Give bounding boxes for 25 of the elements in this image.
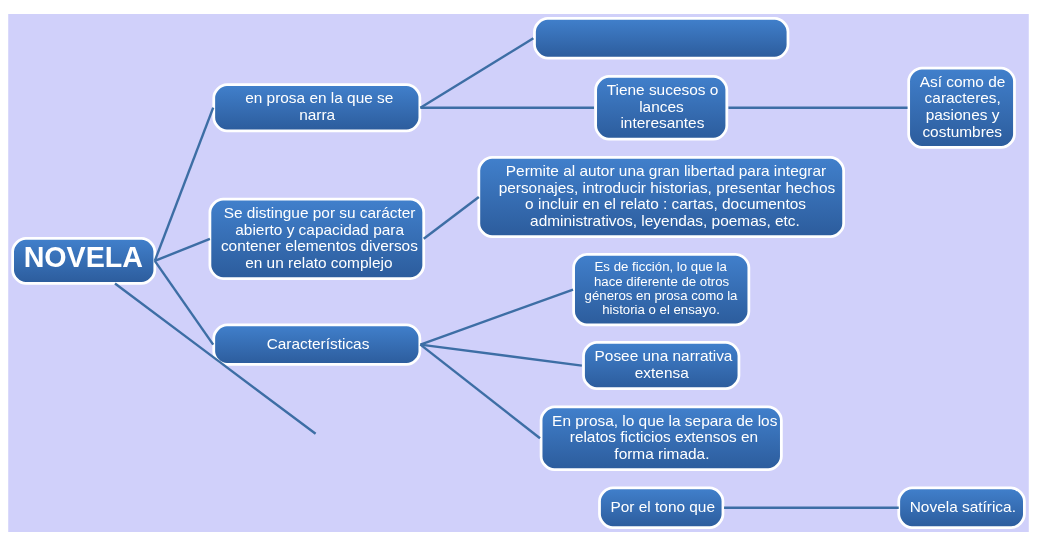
connector bbox=[728, 105, 908, 109]
node-box: Tiene sucesos o lances interesantes bbox=[594, 74, 729, 140]
node-box: en prosa en la que se narra bbox=[212, 82, 422, 132]
connector bbox=[724, 506, 899, 509]
node-box: Posee una narrativa extensa bbox=[582, 340, 741, 390]
connector bbox=[153, 106, 215, 261]
connector bbox=[420, 105, 594, 109]
connector bbox=[423, 195, 480, 240]
connector bbox=[420, 342, 583, 367]
connector bbox=[114, 282, 317, 435]
connector bbox=[419, 36, 534, 109]
node-box: Permite al autor una gran libertad para integrar personajes, introducir historias, presentar hechos o incluir en el relato : cartas, documentos administrativos, leyendas, poemas, etc. bbox=[477, 155, 845, 238]
node-box: Características bbox=[212, 322, 422, 366]
node-box: Por el tono que bbox=[598, 486, 725, 529]
connector bbox=[420, 287, 574, 346]
connector bbox=[154, 237, 211, 262]
node-box: En prosa, lo que la separa de los relatos ficticios extensos en forma rimada. bbox=[539, 405, 783, 471]
node-box: Se distingue por su carácter abierto y capacidad para contener elementos diversos en un relato complejo bbox=[208, 197, 426, 280]
node-box: Así como de caracteres, pasiones y costumbres bbox=[907, 66, 1016, 149]
node-box: Novela satírica. bbox=[897, 486, 1026, 529]
connector bbox=[419, 343, 541, 439]
node-box: NOVELA bbox=[11, 236, 157, 285]
node-box bbox=[533, 16, 790, 59]
connector bbox=[153, 259, 215, 345]
node-box: Es de ficción, lo que la hace diferente de otros géneros en prosa como la historia o el ensayo. bbox=[572, 252, 751, 326]
